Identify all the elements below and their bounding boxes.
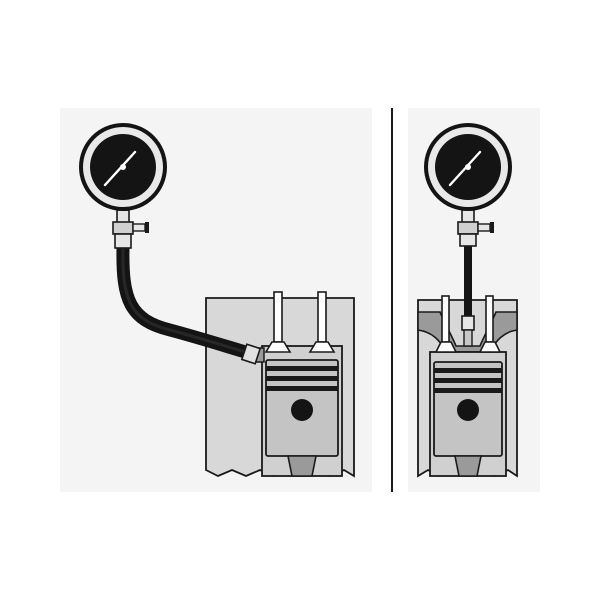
intake-valve-left (264, 291, 292, 353)
release-valve-right (477, 223, 491, 232)
exhaust-valve-left (308, 291, 336, 353)
pressure-gauge-icon (424, 123, 512, 211)
right-engine-diagram (417, 123, 518, 478)
wrist-pin-left (291, 399, 313, 421)
gauge-fitting-right (457, 209, 494, 247)
gauge-fitting-left (112, 209, 149, 249)
release-valve-left (132, 223, 146, 232)
wrist-pin-right (457, 399, 479, 421)
gauge-tube (464, 246, 472, 318)
connecting-rod-left (287, 455, 317, 477)
piston-right (433, 361, 503, 477)
exhaust-valve-right (478, 295, 502, 353)
left-engine-diagram (79, 123, 355, 478)
hose-end-fitting (240, 343, 262, 365)
connecting-rod-right (454, 455, 482, 477)
pressure-gauge-icon (79, 123, 167, 211)
intake-valve-right (434, 295, 458, 353)
tube-adapter-right (461, 315, 475, 347)
piston-left (265, 359, 339, 477)
